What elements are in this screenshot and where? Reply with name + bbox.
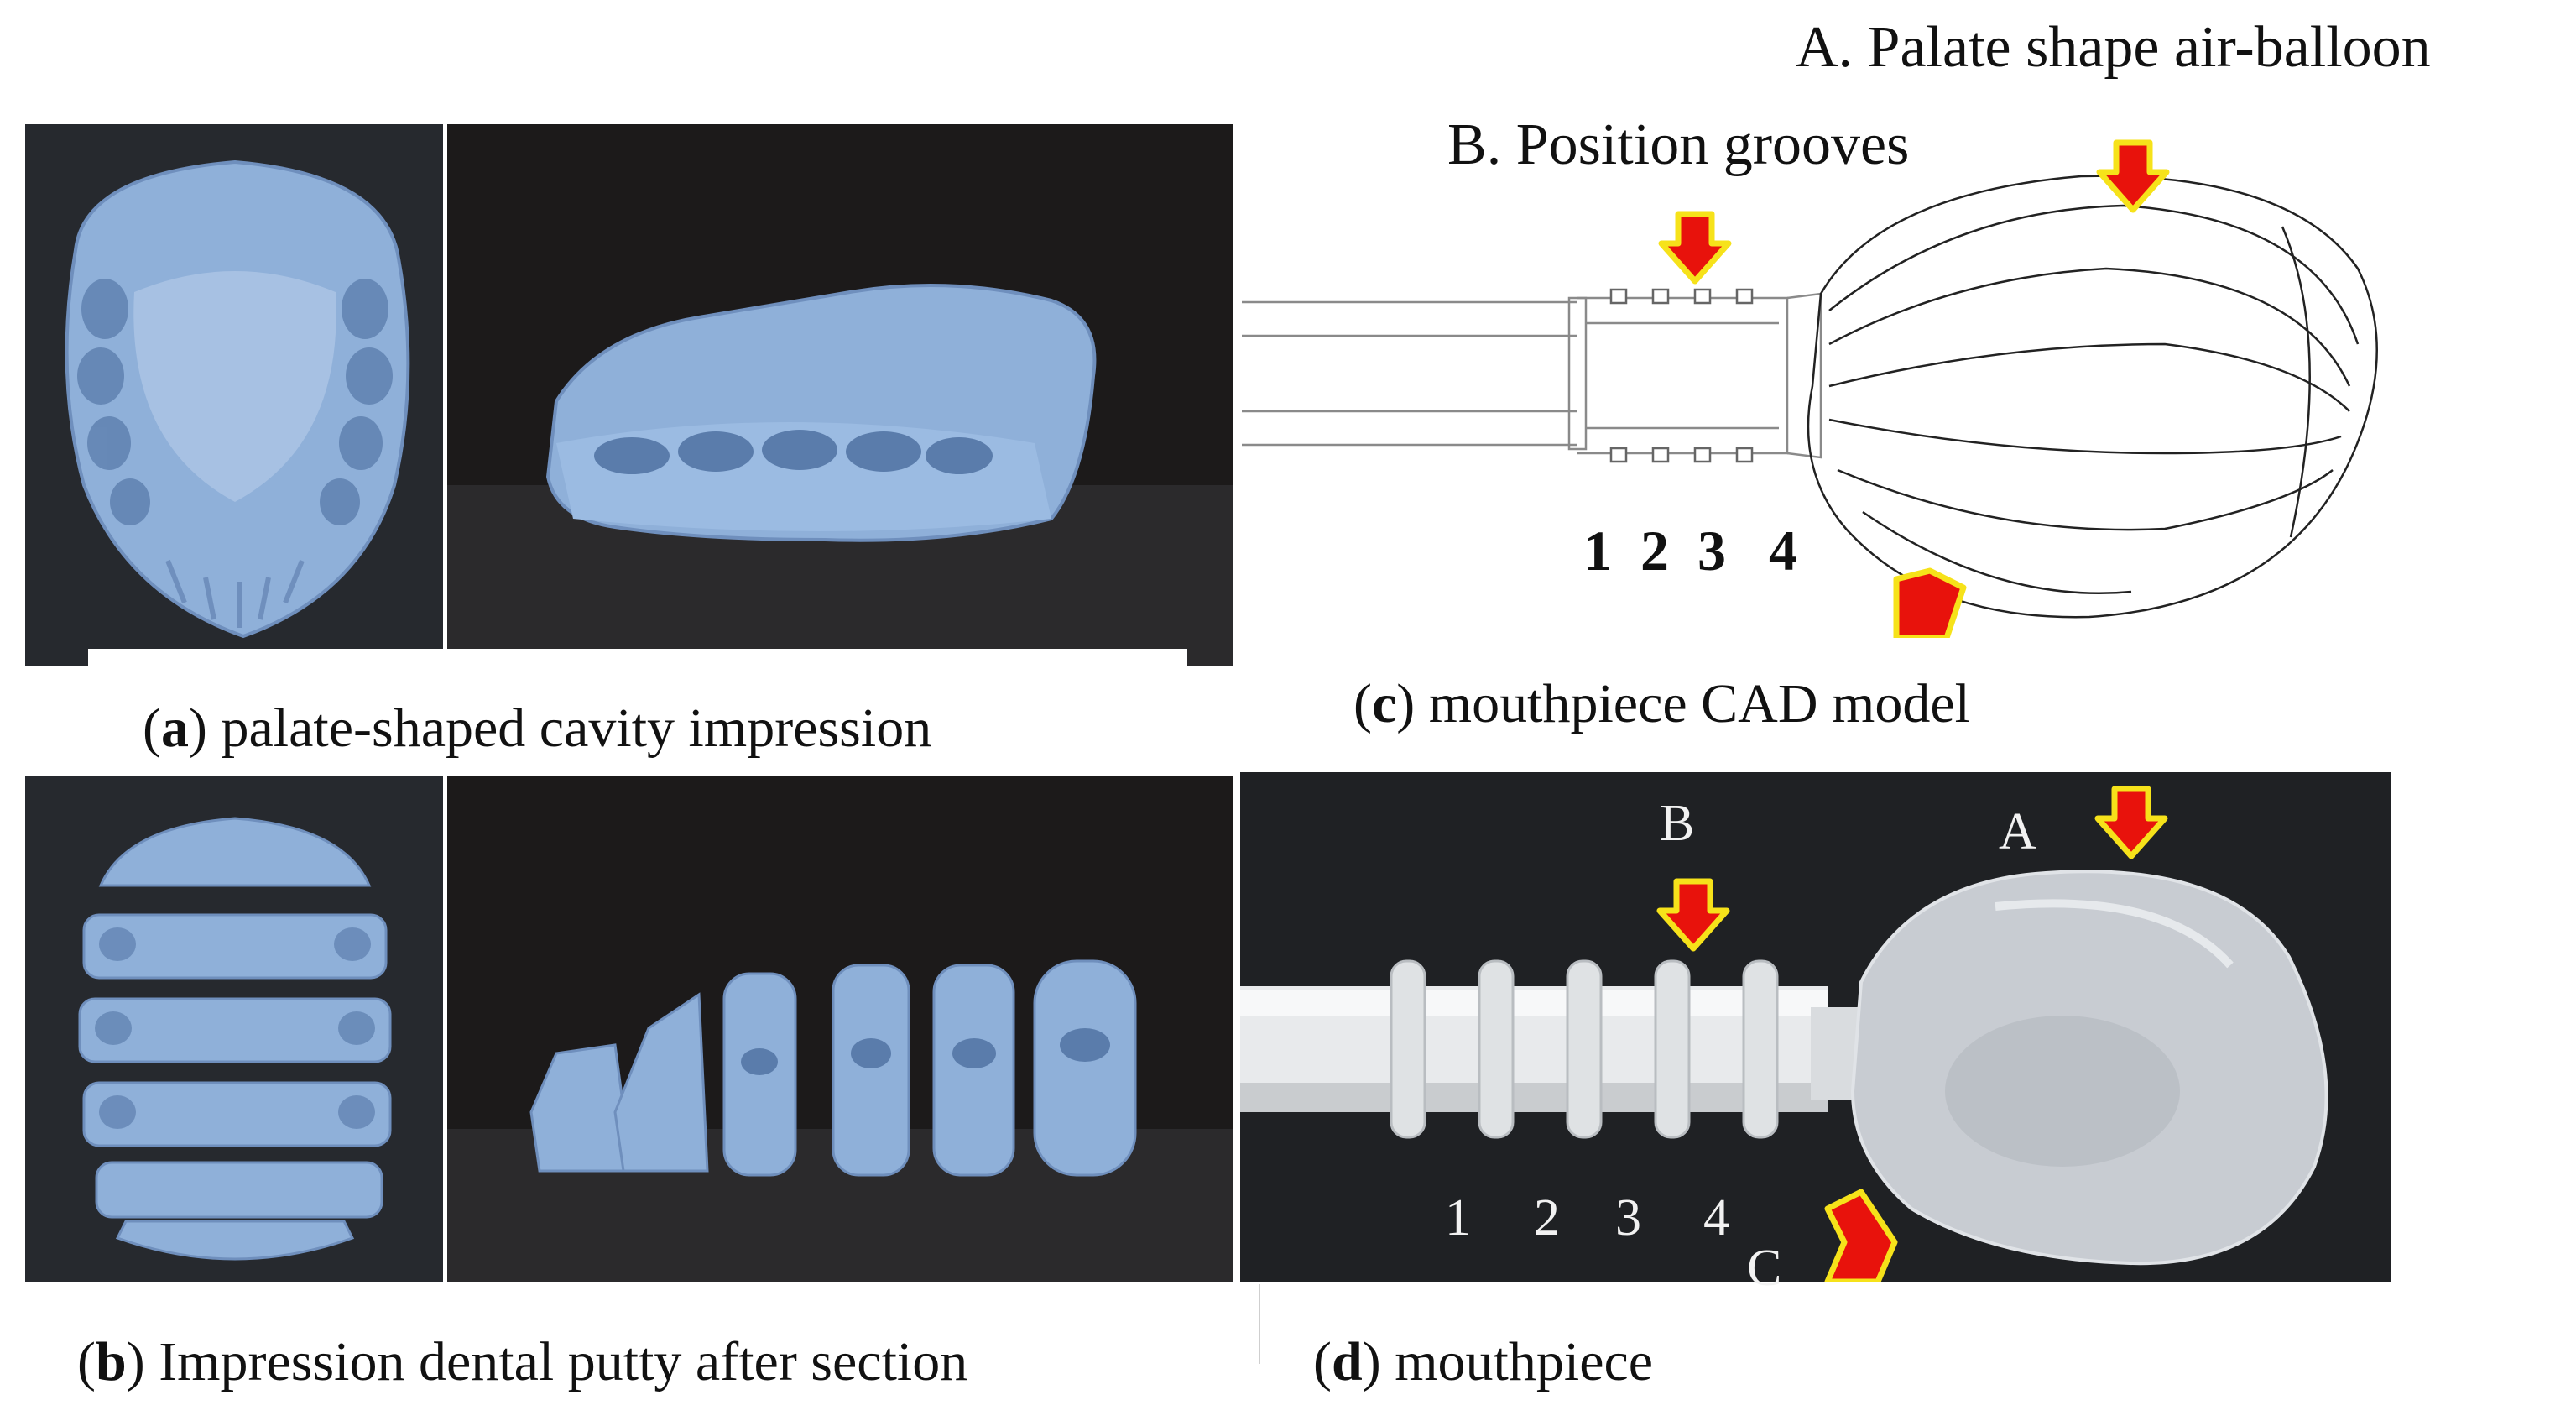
photo-arrow-c-icon	[1824, 1189, 1898, 1282]
mouthpiece-photo	[1240, 786, 2328, 1282]
caption-d: (d) mouthpiece	[1313, 1331, 1654, 1392]
cad-groove-number-2: 2	[1640, 519, 1669, 583]
caption-d-text: mouthpiece	[1395, 1331, 1654, 1392]
photo-groove-number-4: 4	[1703, 1189, 1729, 1246]
cad-groove-number-1: 1	[1583, 519, 1612, 583]
cad-label-a: A. Palate shape air-balloon	[1796, 15, 2431, 80]
photo-groove-number-1: 1	[1445, 1189, 1471, 1246]
panel-b-photo-side-view	[447, 776, 1233, 1282]
cad-groove-number-3: 3	[1697, 519, 1726, 583]
photo-arrow-a-icon	[2094, 786, 2168, 859]
panel-b-photo-top-view	[25, 776, 443, 1282]
caption-box-a	[88, 649, 1187, 800]
caption-b-letter: b	[95, 1331, 127, 1392]
panel-divider	[1259, 1284, 1260, 1364]
putty-impression-top-view	[65, 159, 410, 639]
caption-b: (b) Impression dental putty after sectio…	[77, 1331, 968, 1392]
caption-c: (c) mouthpiece CAD model	[1353, 673, 1970, 734]
photo-label-b: B	[1660, 795, 1695, 852]
panel-a-photo-side-view	[447, 124, 1233, 666]
caption-d-letter: d	[1331, 1331, 1363, 1392]
panel-d-photo	[1240, 772, 2391, 1282]
panel-c-cad-drawing	[1242, 134, 2433, 638]
photo-groove-number-3: 3	[1615, 1189, 1641, 1246]
cad-arrow-b-icon	[1658, 211, 1732, 285]
cad-mouthpiece-drawing	[1242, 139, 2378, 638]
photo-label-c: C	[1747, 1240, 1782, 1297]
cad-label-b: B. Position grooves	[1447, 112, 1910, 177]
photo-arrow-b-icon	[1656, 878, 1730, 952]
panel-a-photo-top-view	[25, 124, 443, 666]
caption-c-letter: c	[1371, 673, 1397, 734]
photo-label-a: A	[1999, 803, 2036, 860]
sectioned-putty-top-view	[78, 817, 392, 1261]
caption-b-text: Impression dental putty after section	[159, 1331, 968, 1392]
cad-arrow-c-icon	[1893, 567, 1967, 638]
caption-a: (a) palate-shaped cavity impression	[143, 697, 932, 759]
sectioned-putty-side-view	[447, 959, 1233, 1282]
putty-impression-side-view	[447, 284, 1233, 666]
cad-arrow-a-icon	[2096, 139, 2170, 213]
caption-a-text: palate-shaped cavity impression	[221, 697, 932, 759]
photo-groove-number-2: 2	[1534, 1189, 1560, 1246]
caption-c-text: mouthpiece CAD model	[1428, 673, 1970, 734]
cad-groove-number-4: 4	[1769, 519, 1797, 583]
caption-a-letter: a	[160, 697, 189, 759]
